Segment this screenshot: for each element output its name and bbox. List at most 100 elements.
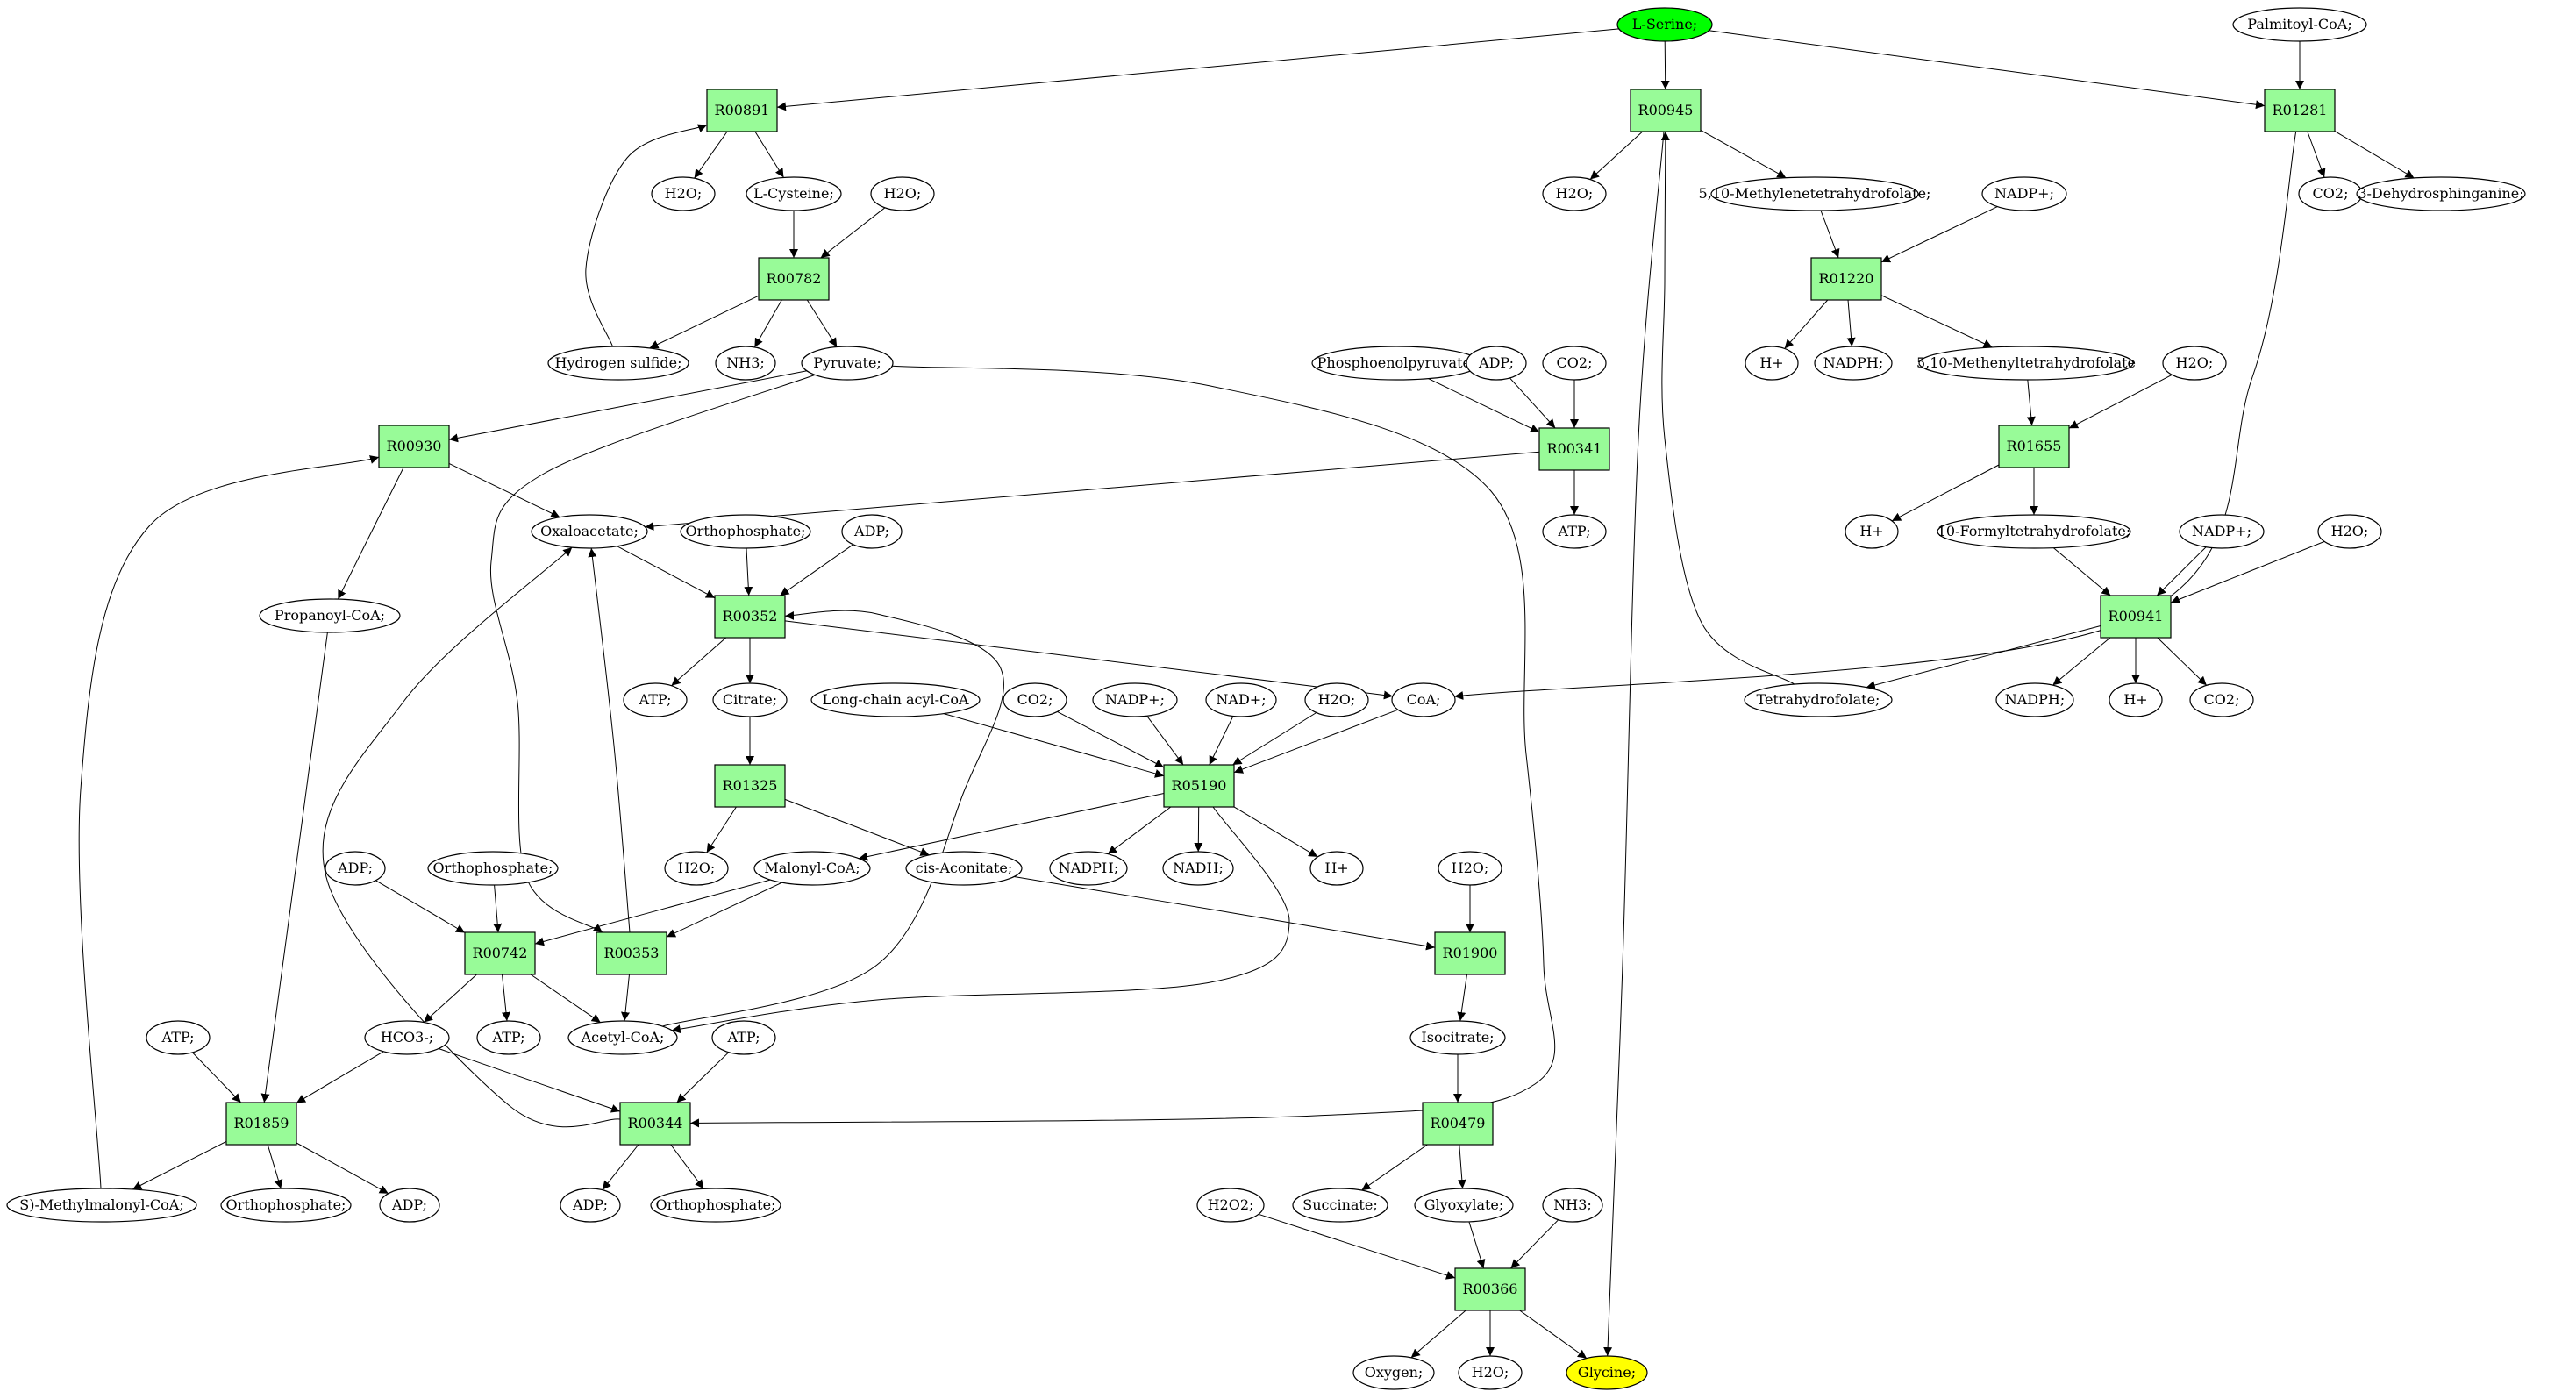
reaction-node-r00930[interactable]: R00930 — [378, 425, 450, 468]
metabolite-node-adp_e[interactable]: ADP; — [560, 1188, 621, 1223]
metabolite-node-co2_d[interactable]: CO2; — [2189, 682, 2254, 717]
reaction-node-r01859[interactable]: R01859 — [225, 1102, 297, 1146]
metabolite-node-cisaco[interactable]: cis-Aconitate; — [905, 851, 1023, 886]
reaction-node-r00352[interactable]: R00352 — [714, 595, 786, 639]
edge-r01220-to-nadph_a — [1846, 299, 1856, 347]
reaction-node-r00742[interactable]: R00742 — [464, 931, 536, 975]
reaction-node-r00941[interactable]: R00941 — [2100, 595, 2172, 639]
metabolite-node-pal[interactable]: Palmitoyl-CoA; — [2232, 7, 2367, 42]
node-label: ADP; — [391, 1196, 427, 1213]
metabolite-node-pi_b[interactable]: Orthophosphate; — [427, 851, 559, 886]
metabolite-node-cit[interactable]: Citrate; — [712, 682, 788, 717]
reaction-node-r01900[interactable]: R01900 — [1434, 931, 1506, 975]
metabolite-node-adp_b[interactable]: ADP; — [841, 514, 903, 549]
metabolite-node-gly[interactable]: Glycine; — [1566, 1355, 1648, 1390]
metabolite-node-atp_b[interactable]: ATP; — [623, 682, 688, 717]
metabolite-node-glyox[interactable]: Glyoxylate; — [1414, 1188, 1514, 1223]
metabolite-node-h2o_d[interactable]: H2O; — [2162, 346, 2227, 381]
metabolite-node-h2o_f[interactable]: H2O; — [1304, 682, 1369, 717]
metabolite-node-mthf[interactable]: 5,10-Methylenetetrahydrofolate; — [1699, 176, 1931, 211]
reaction-node-r00344[interactable]: R00344 — [619, 1102, 691, 1146]
metabolite-node-co2_c[interactable]: CO2; — [1003, 682, 1067, 717]
metabolite-node-hp_a[interactable]: H+ — [1745, 346, 1799, 381]
metabolite-node-pi_d[interactable]: Orthophosphate; — [650, 1188, 781, 1223]
metabolite-node-atp_e[interactable]: ATP; — [711, 1020, 776, 1055]
metabolite-node-nadph_a[interactable]: NADPH; — [1814, 346, 1893, 381]
metabolite-node-nadp_b[interactable]: NADP+; — [2179, 514, 2265, 549]
metabolite-node-atp_c[interactable]: ATP; — [146, 1020, 211, 1055]
reaction-node-r00891[interactable]: R00891 — [706, 89, 778, 132]
metabolite-node-lcys[interactable]: L-Cysteine; — [746, 176, 842, 211]
reaction-node-r00353[interactable]: R00353 — [596, 931, 667, 975]
metabolite-node-lser[interactable]: L-Serine; — [1616, 7, 1713, 42]
metabolite-node-co2_a[interactable]: CO2; — [2298, 176, 2363, 211]
edge-h2o_d-to-r01655 — [2068, 374, 2173, 429]
reaction-node-r01655[interactable]: R01655 — [1998, 425, 2070, 468]
metabolite-node-h2o_g[interactable]: H2O; — [664, 851, 729, 886]
edge-r00344-to-pi_d — [670, 1144, 704, 1189]
edge-r05190-to-accoa — [671, 806, 1290, 1034]
metabolite-node-fthf[interactable]: 10-Formyltetrahydrofolate; — [1937, 514, 2131, 549]
metabolite-node-coa[interactable]: CoA; — [1391, 682, 1456, 717]
reaction-node-r00945[interactable]: R00945 — [1630, 89, 1702, 132]
metabolite-node-hs[interactable]: Hydrogen sulfide; — [547, 346, 689, 381]
metabolite-node-pep[interactable]: Phosphoenolpyruvate; — [1311, 346, 1481, 381]
metabolite-node-hp_c[interactable]: H+ — [2109, 682, 2163, 717]
metabolite-node-nadp_a[interactable]: NADP+; — [1981, 176, 2067, 211]
metabolite-node-malcoa[interactable]: Malonyl-CoA; — [753, 851, 871, 886]
metabolite-node-nh3_a[interactable]: NH3; — [715, 346, 776, 381]
metabolite-node-pi_a[interactable]: Orthophosphate; — [680, 514, 811, 549]
metabolite-node-isocit[interactable]: Isocitrate; — [1409, 1020, 1506, 1055]
metabolite-node-nadph_b[interactable]: NADPH; — [1995, 682, 2074, 717]
metabolite-node-h2o_i[interactable]: H2O; — [1458, 1355, 1523, 1390]
metabolite-ellipse — [1196, 1188, 1265, 1223]
reaction-node-r01220[interactable]: R01220 — [1810, 257, 1882, 301]
node-label: L-Serine; — [1632, 16, 1697, 32]
metabolite-node-h2o_b[interactable]: H2O; — [870, 176, 935, 211]
reaction-node-r00782[interactable]: R00782 — [758, 257, 830, 301]
metabolite-node-h2o2[interactable]: H2O2; — [1196, 1188, 1265, 1223]
reaction-node-r05190[interactable]: R05190 — [1163, 764, 1235, 808]
metabolite-node-adp_a[interactable]: ADP; — [1466, 346, 1527, 381]
edge-hs-to-r00891 — [585, 124, 708, 347]
metabolite-node-pi_c[interactable]: Orthophosphate; — [220, 1188, 352, 1223]
metabolite-node-pyr[interactable]: Pyruvate; — [801, 346, 894, 381]
metabolite-node-lcacoa[interactable]: Long-chain acyl-CoA — [810, 682, 981, 717]
metabolite-node-adp_c[interactable]: ADP; — [325, 851, 386, 886]
edge-r00479-to-succ — [1361, 1144, 1428, 1191]
metabolite-node-accoa[interactable]: Acetyl-CoA; — [567, 1020, 678, 1055]
metabolite-node-hp_d[interactable]: H+ — [1309, 851, 1364, 886]
metabolite-node-thf[interactable]: Tetrahydrofolate; — [1744, 682, 1893, 717]
node-label: CO2; — [2204, 691, 2240, 708]
metabolite-node-atp_d[interactable]: ATP; — [476, 1020, 541, 1055]
metabolite-node-h2o_h[interactable]: H2O; — [1438, 851, 1502, 886]
edge-r01859-to-pi_c — [267, 1144, 283, 1189]
metabolite-node-h2o_e[interactable]: H2O; — [2317, 514, 2382, 549]
metabolite-node-h2o_c[interactable]: H2O; — [1542, 176, 1607, 211]
node-label: 5,10-Methylenetetrahydrofolate; — [1699, 185, 1931, 202]
reaction-node-r01325[interactable]: R01325 — [714, 764, 786, 808]
reaction-node-r01281[interactable]: R01281 — [2264, 89, 2336, 132]
metabolite-node-nad[interactable]: NAD+; — [1205, 682, 1277, 717]
metabolite-node-oaa[interactable]: Oxaloacetate; — [531, 514, 648, 549]
metabolite-node-co2_b[interactable]: CO2; — [1542, 346, 1607, 381]
metabolite-node-propcoa[interactable]: Propanoyl-CoA; — [259, 598, 401, 633]
metabolite-node-succ[interactable]: Succinate; — [1292, 1188, 1388, 1223]
metabolite-node-nh3_b[interactable]: NH3; — [1542, 1188, 1603, 1223]
metabolite-node-methf[interactable]: 5,10-Methenyltetrahydrofolate — [1916, 346, 2136, 381]
metabolite-node-oxy[interactable]: Oxygen; — [1352, 1355, 1435, 1390]
edge-fthf-to-r00941 — [2052, 547, 2111, 596]
metabolite-node-dhs[interactable]: 3-Dehydrosphinganine; — [2356, 176, 2526, 211]
metabolite-node-h2o_a[interactable]: H2O; — [651, 176, 716, 211]
reaction-node-r00366[interactable]: R00366 — [1454, 1267, 1526, 1311]
metabolite-node-nadh[interactable]: NADH; — [1162, 851, 1234, 886]
reaction-node-r00479[interactable]: R00479 — [1422, 1102, 1494, 1146]
metabolite-node-hp_b[interactable]: H+ — [1845, 514, 1899, 549]
metabolite-node-hco3[interactable]: HCO3-; — [364, 1020, 450, 1055]
metabolite-node-atp_a[interactable]: ATP; — [1542, 514, 1607, 549]
reaction-node-r00341[interactable]: R00341 — [1538, 427, 1610, 471]
metabolite-node-smmcoa[interactable]: S)-Methylmalonyl-CoA; — [6, 1188, 197, 1223]
metabolite-node-nadp_c[interactable]: NADP+; — [1092, 682, 1178, 717]
metabolite-node-adp_d[interactable]: ADP; — [379, 1188, 440, 1223]
metabolite-node-nadph_c[interactable]: NADPH; — [1049, 851, 1128, 886]
